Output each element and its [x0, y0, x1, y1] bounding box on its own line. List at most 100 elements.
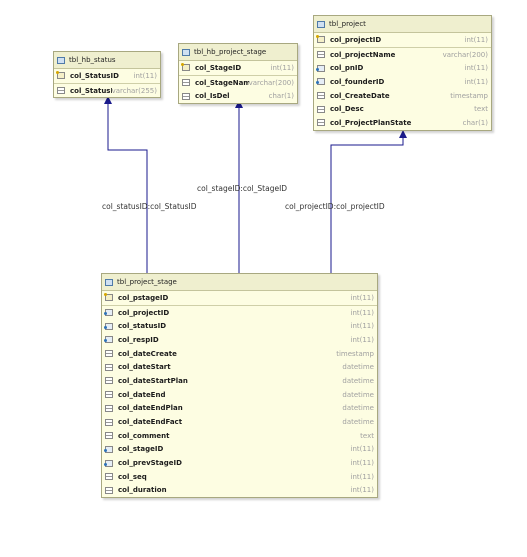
column-icon [317, 92, 325, 100]
column-type: int(11) [350, 308, 375, 317]
table-title: tbl_project_stage [117, 278, 177, 286]
column-row[interactable]: col_projectName varchar(200) [314, 48, 491, 62]
column-row[interactable]: col_StatusNamevarchar(255) [54, 84, 160, 98]
primary-key-icon [181, 63, 190, 72]
column-type: int(11) [350, 459, 375, 468]
column-name: col_IsDel [195, 92, 230, 101]
column-row[interactable]: col_IsDel char(1) [179, 89, 297, 103]
column-type: char(1) [462, 118, 488, 127]
foreign-key-icon [316, 64, 325, 72]
table-icon [317, 20, 325, 28]
foreign-key-icon [104, 322, 113, 330]
column-row[interactable]: col_dateStart datetime [102, 360, 377, 374]
primary-key-icon [104, 293, 113, 302]
column-name: col_respID [118, 335, 159, 344]
column-icon [105, 363, 113, 371]
column-name: col_stageID [118, 445, 164, 454]
column-icon [317, 119, 325, 127]
column-icon [105, 377, 113, 385]
column-type: varchar(200) [442, 50, 488, 59]
foreign-key-icon [104, 336, 113, 344]
column-row[interactable]: col_CreateDate timestamp [314, 89, 491, 103]
relation-label-project: col_projectID:col_projectID [285, 202, 385, 211]
column-type: datetime [342, 404, 374, 413]
column-icon [57, 87, 65, 95]
column-icon [105, 486, 113, 494]
foreign-key-icon [104, 309, 113, 317]
column-type: int(11) [133, 71, 158, 80]
column-type: int(11) [350, 335, 375, 344]
column-name: col_StatusID [70, 71, 119, 80]
relation-label-stage: col_stageID:col_StageID [197, 184, 288, 193]
column-type: int(11) [350, 322, 375, 331]
relation-line-status [104, 96, 148, 273]
column-row[interactable]: col_StatusID int(11) [54, 69, 160, 84]
column-type: char(1) [268, 92, 294, 101]
table-header[interactable]: tbl_project [314, 16, 491, 33]
column-row[interactable]: col_prevStageID int(11) [102, 456, 377, 470]
column-row[interactable]: col_projectID int(11) [314, 33, 491, 48]
column-row[interactable]: col_statusID int(11) [102, 319, 377, 333]
column-name: col_StageName [195, 78, 249, 87]
table-icon [182, 48, 190, 56]
column-row[interactable]: col_dateEndFact datetime [102, 415, 377, 429]
column-row[interactable]: col_dateEndPlan datetime [102, 402, 377, 416]
column-row[interactable]: col_StageNamevarchar(200) [179, 76, 297, 90]
relation-line-project [330, 130, 407, 273]
column-type: int(11) [464, 35, 489, 44]
column-row[interactable]: col_Desc text [314, 102, 491, 116]
column-name: col_CreateDate [330, 91, 390, 100]
table-header[interactable]: tbl_project_stage [102, 274, 377, 291]
column-type: text [474, 105, 488, 114]
table-header[interactable]: tbl_hb_project_stage [179, 44, 297, 61]
foreign-key-icon [104, 445, 113, 453]
column-name: col_dateStart [118, 363, 171, 372]
table-title: tbl_hb_project_stage [194, 48, 267, 56]
column-type: timestamp [450, 91, 488, 100]
column-name: col_Desc [330, 105, 364, 114]
column-type: int(11) [270, 63, 295, 72]
column-icon [105, 418, 113, 426]
primary-key-icon [316, 35, 325, 44]
table-header[interactable]: tbl_hb_status [54, 52, 160, 69]
column-name: col_projectName [330, 50, 396, 59]
column-name: col_dateEndFact [118, 418, 183, 427]
column-name: col_pstageID [118, 293, 169, 302]
column-row[interactable]: col_respID int(11) [102, 333, 377, 347]
column-row[interactable]: col_projectID int(11) [102, 306, 377, 320]
column-name: col_dateEndPlan [118, 404, 183, 413]
column-icon [182, 79, 190, 87]
column-type: int(11) [464, 64, 489, 73]
column-type: datetime [342, 418, 374, 427]
column-icon [105, 473, 113, 481]
column-name: col_statusID [118, 322, 167, 331]
column-name: col_comment [118, 431, 170, 440]
foreign-key-icon [104, 459, 113, 467]
column-icon [317, 105, 325, 113]
column-name: col_projectID [118, 308, 170, 317]
column-type: varchar(255) [111, 86, 157, 95]
column-name: col_founderID [330, 77, 385, 86]
primary-key-icon [56, 71, 65, 80]
column-name: col_prevStageID [118, 459, 182, 468]
column-icon [317, 51, 325, 59]
column-type: datetime [342, 363, 374, 372]
column-name: col_projectID [330, 35, 382, 44]
